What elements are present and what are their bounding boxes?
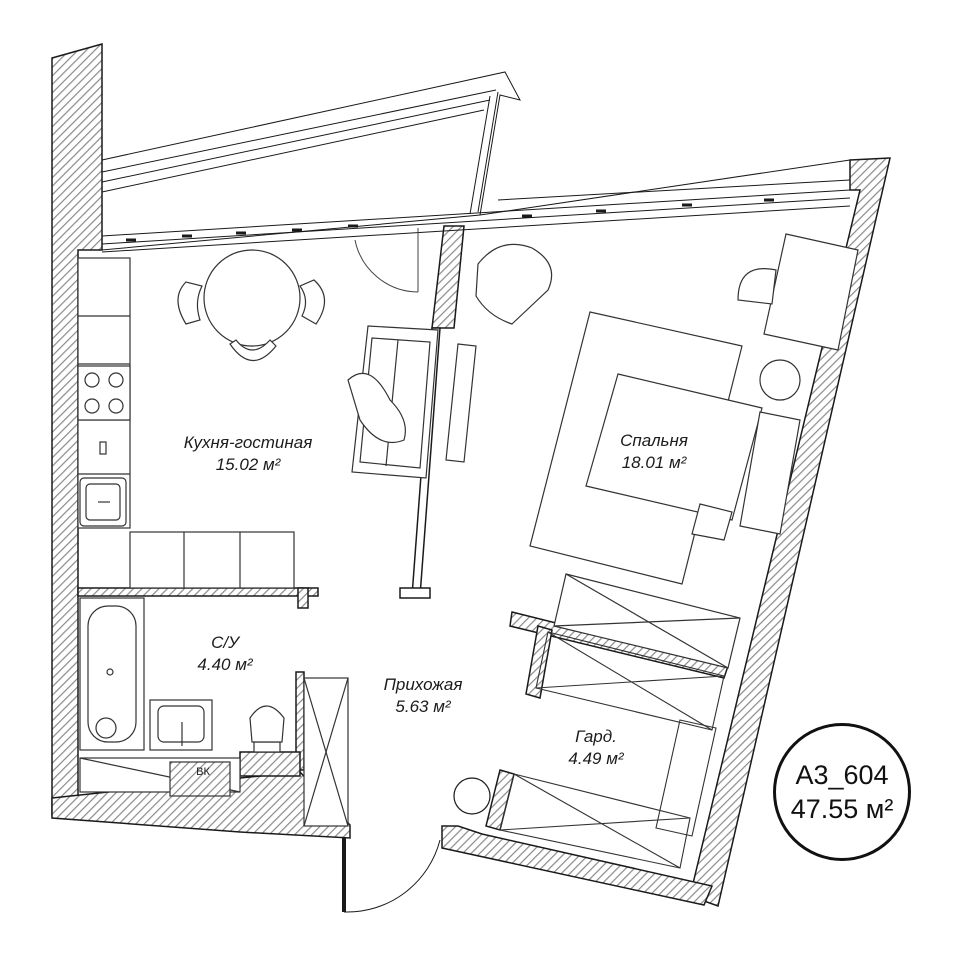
bathroom-name: С/У [211, 633, 239, 652]
sofa-icon [347, 325, 439, 479]
bathroom-fixtures [79, 597, 349, 827]
bathroom-area: 4.40 м² [197, 655, 253, 674]
kitchen-label: Кухня-гостиная 15.02 м² [168, 432, 328, 476]
wall-bathroom-bottom [239, 751, 301, 777]
wall-bottom-right [441, 825, 714, 906]
bathroom-sink-icon [149, 699, 213, 751]
bedroom-name: Спальня [620, 431, 688, 450]
apartment-total-area: 47.55 м² [790, 794, 894, 824]
wardrobe-furniture [499, 631, 725, 869]
entrance-door [342, 777, 491, 913]
bedroom-furniture [475, 233, 859, 669]
hallway-area: 5.63 м² [395, 697, 451, 716]
kitchen-name: Кухня-гостиная [183, 433, 313, 452]
bedroom-area: 18.01 м² [621, 453, 687, 472]
kitchen-area: 15.02 м² [215, 455, 281, 474]
hallway-label: Прихожая 5.63 м² [368, 674, 478, 718]
stove-icon [77, 365, 131, 421]
vk-shaft [169, 761, 231, 797]
bathtub-icon [79, 597, 145, 751]
armchair-icon [475, 243, 553, 325]
wall-wardrobe-bottom [485, 769, 515, 831]
hallway-name: Прихожая [383, 675, 463, 694]
kitchen-furniture [77, 249, 477, 589]
wardrobe-name: Гард. [575, 727, 617, 746]
wall-bottom-left [51, 771, 351, 839]
kitchen-sink-icon [79, 477, 127, 527]
wardrobe-area: 4.49 м² [568, 749, 624, 768]
dining-table-icon [177, 249, 326, 362]
apartment-badge: А3_604 47.55 м² [773, 723, 911, 861]
balcony-windows [101, 71, 851, 293]
bedroom-label: Спальня 18.01 м² [594, 430, 714, 474]
bathroom-label: С/У 4.40 м² [180, 632, 270, 676]
apartment-code: А3_604 [795, 760, 889, 790]
wall-partition-top [431, 225, 465, 329]
bed-icon [585, 373, 763, 521]
wardrobe-label: Гард. 4.49 м² [548, 726, 644, 770]
toilet-icon [249, 705, 285, 753]
vk-label: ВК [196, 766, 210, 778]
